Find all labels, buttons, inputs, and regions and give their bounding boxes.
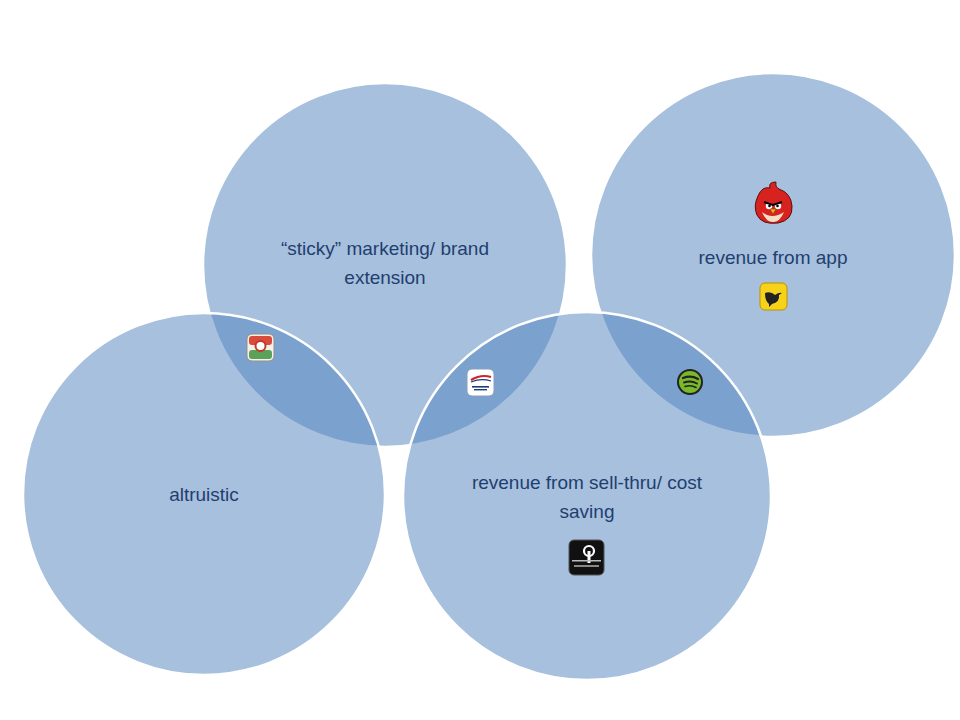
circle-outline bbox=[402, 311, 772, 681]
circle-label: “sticky” marketing/ brand extension bbox=[270, 234, 500, 292]
british-airways-icon bbox=[467, 369, 494, 396]
angry-bird-icon bbox=[755, 182, 792, 223]
circle-label: altruistic bbox=[89, 480, 319, 509]
circle-label: revenue from sell-thru/ cost saving bbox=[462, 468, 712, 526]
venn-circle: altruistic bbox=[22, 312, 386, 676]
circle-fill bbox=[403, 312, 771, 680]
gowalla-style-icon bbox=[247, 334, 274, 361]
yellow-bird-icon bbox=[760, 283, 787, 310]
spotify-icon bbox=[677, 369, 703, 395]
black-app-icon bbox=[569, 540, 604, 575]
venn-circle: revenue from sell-thru/ cost saving bbox=[402, 311, 772, 681]
circle-label: revenue from app bbox=[658, 243, 888, 272]
circle-fill bbox=[23, 313, 385, 675]
